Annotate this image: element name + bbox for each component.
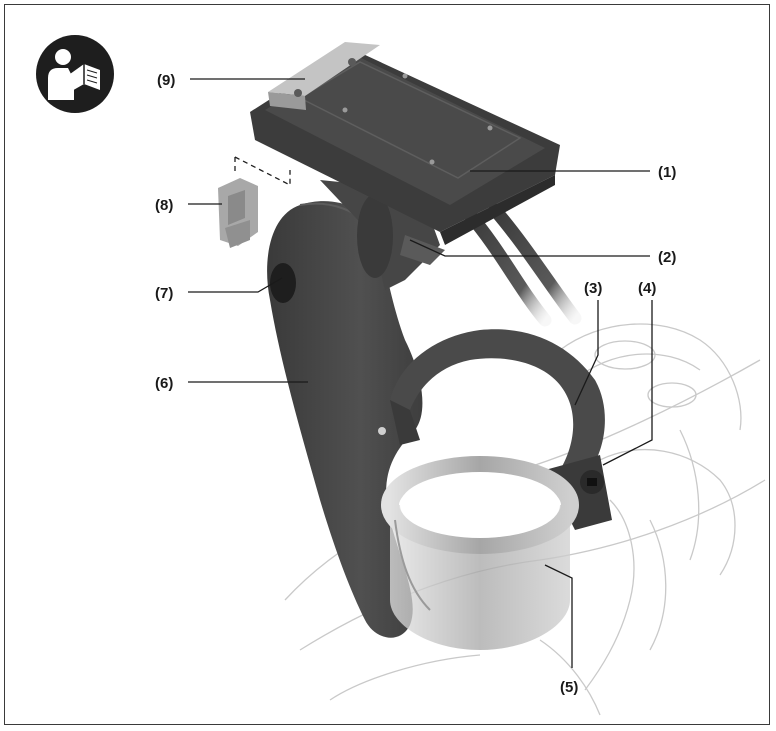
- callout-8: (8): [155, 197, 173, 214]
- leader-7: [188, 277, 283, 293]
- leader-3: [574, 300, 599, 406]
- leader-lines: [188, 78, 653, 668]
- callout-labels: (9) (1) (2) (3) (4) (5) (6) (7) (8): [155, 72, 676, 696]
- display-holder-plate: [250, 48, 560, 245]
- read-manual-icon: [36, 35, 114, 113]
- shim-ring: [381, 456, 579, 650]
- handlebar-sketch: [284, 323, 766, 716]
- callout-9: (9): [157, 72, 175, 89]
- callout-6: (6): [155, 375, 173, 392]
- leader-4: [602, 300, 653, 466]
- clamp-bracket: [390, 329, 612, 530]
- callout-3: (3): [584, 280, 602, 297]
- lock-insert: [218, 156, 291, 248]
- holder-neck: [320, 180, 445, 290]
- holder-adapter: [268, 42, 380, 110]
- leader-2: [409, 239, 650, 257]
- leader-5: [544, 564, 573, 668]
- mount-arm: [267, 201, 423, 638]
- callout-4: (4): [638, 280, 656, 297]
- callout-5: (5): [560, 679, 578, 696]
- callout-7: (7): [155, 285, 173, 302]
- cable-hole: [270, 263, 296, 303]
- callout-2: (2): [658, 249, 676, 266]
- figure-frame: [4, 4, 770, 725]
- cables: [463, 203, 582, 327]
- callout-1: (1): [658, 164, 676, 181]
